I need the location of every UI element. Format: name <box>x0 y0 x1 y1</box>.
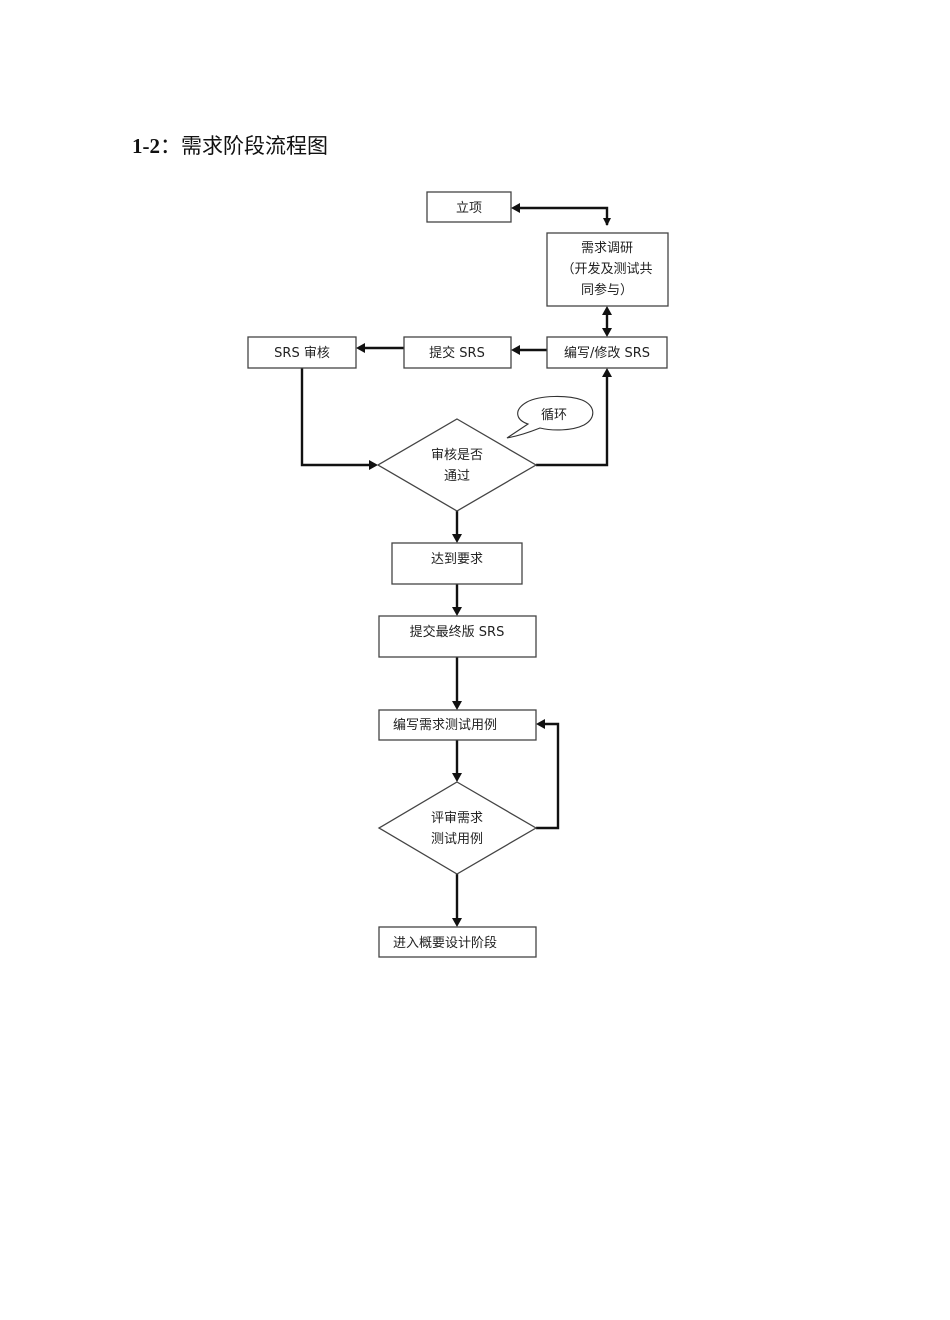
edge-decision-loop-back <box>536 368 612 467</box>
edge-zuizhong-ceshi <box>452 657 462 710</box>
loop-callout-label: 循环 <box>541 408 567 423</box>
node-bianxie-srs: 编写/修改 SRS <box>546 336 668 369</box>
edge-tijiao-shenhe <box>356 343 404 353</box>
edge-pingshen-loop-back <box>536 719 560 830</box>
node-shenhe-decision-line-1: 审核是否 <box>431 448 483 463</box>
edge-pingshen-gaiyao <box>452 874 462 927</box>
edge-shenhe-decision <box>300 368 378 470</box>
title-text: 需求阶段流程图 <box>181 134 328 158</box>
node-tijiao-srs: 提交 SRS <box>403 336 512 369</box>
title-separator: ： <box>160 134 181 158</box>
node-tijiao-zuizhong-label: 提交最终版 SRS <box>410 624 505 640</box>
edge-dadao-zuizhong <box>452 584 462 616</box>
node-lixiang-label: 立项 <box>456 201 482 216</box>
node-pingshen-decision-line-2: 测试用例 <box>431 832 483 847</box>
node-shenhe-decision-line-2: 通过 <box>444 469 470 484</box>
node-bianxie-ceshi: 编写需求测试用例 <box>378 709 537 741</box>
node-jinru-gaiyao-label: 进入概要设计阶段 <box>393 936 497 951</box>
node-xuqiu-diaoyan-line-3: 同参与） <box>581 282 633 298</box>
node-shenhe-decision: 审核是否 通过 <box>376 418 538 512</box>
node-bianxie-srs-label: 编写/修改 SRS <box>564 346 650 361</box>
node-tijiao-srs-label: 提交 SRS <box>429 345 485 361</box>
node-xuqiu-diaoyan-line-2: （开发及测试共 <box>561 261 652 277</box>
node-dadao-yaoqiu-label: 达到要求 <box>431 552 483 567</box>
figure-number: 1-2 <box>132 134 160 158</box>
edge-diaoyan-bianxie <box>602 306 612 337</box>
node-tijiao-zuizhong: 提交最终版 SRS <box>378 615 537 658</box>
node-xuqiu-diaoyan: 需求调研 （开发及测试共 同参与） <box>546 232 669 307</box>
edge-ceshi-pingshen <box>452 740 462 782</box>
node-lixiang: 立项 <box>426 191 512 223</box>
node-srs-shenhe: SRS 审核 <box>247 336 357 369</box>
edge-bianxie-tijiao <box>511 345 547 355</box>
edge-lixiang-diaoyan <box>511 203 611 226</box>
edge-decision-dadao <box>452 511 462 543</box>
node-srs-shenhe-label: SRS 审核 <box>274 346 330 361</box>
loop-callout: 循环 <box>506 395 594 439</box>
node-pingshen-decision: 评审需求 测试用例 <box>377 781 538 875</box>
node-xuqiu-diaoyan-line-1: 需求调研 <box>581 241 633 256</box>
figure-title: 1-2：需求阶段流程图 <box>132 130 328 160</box>
node-dadao-yaoqiu: 达到要求 <box>391 542 523 585</box>
node-bianxie-ceshi-label: 编写需求测试用例 <box>393 718 497 733</box>
node-jinru-gaiyao: 进入概要设计阶段 <box>378 926 537 958</box>
node-pingshen-decision-line-1: 评审需求 <box>431 811 483 826</box>
